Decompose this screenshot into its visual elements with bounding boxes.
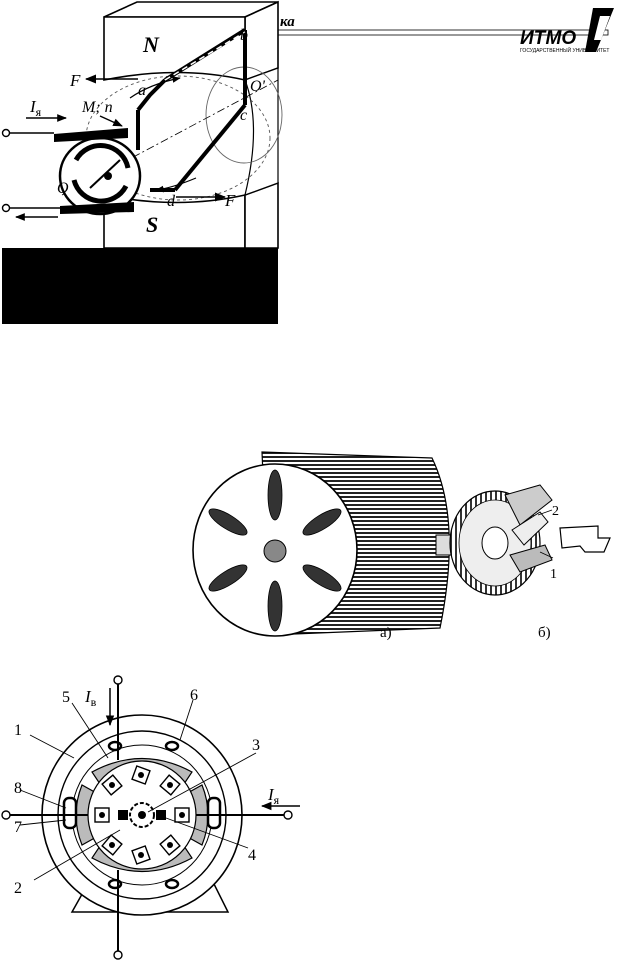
- callout-8: 8: [14, 780, 22, 797]
- rotation-arrow-bottom: [155, 177, 197, 193]
- label-point-a: a: [138, 82, 146, 99]
- label-torque: M; n: [81, 99, 113, 116]
- callout-2: 2: [14, 880, 22, 897]
- brush-right: [156, 810, 166, 820]
- armature-slots: [208, 469, 342, 632]
- label-pole-n: N: [142, 32, 160, 57]
- callout-7: 7: [14, 819, 22, 836]
- label-point-b: b: [240, 27, 248, 44]
- callout-1: 1: [14, 722, 22, 739]
- figure-armature: 2 1 а) б): [192, 451, 611, 641]
- label-field-current: Iв: [84, 687, 97, 709]
- label-force-top: F: [69, 71, 81, 90]
- label-pole-s: S: [146, 212, 158, 237]
- label-axis-o-prime: O': [250, 78, 266, 95]
- pole-north: [103, 0, 279, 82]
- brush-bottom: [1, 202, 134, 214]
- caption-b: б): [538, 625, 551, 641]
- pole-south: [103, 67, 279, 249]
- label-force-bottom: F: [224, 191, 236, 210]
- field-coils: [62, 740, 222, 890]
- segment-detail: [559, 525, 611, 553]
- armature-shaft: [263, 539, 287, 563]
- label-point-c: c: [240, 107, 247, 124]
- rotation-arrow-top: [129, 76, 181, 99]
- rotation-axis: [61, 79, 279, 196]
- callout-3: 3: [252, 737, 260, 754]
- figure-machine-section: 1 2 3 4 5 6 7 8 Iв Iя: [1, 675, 300, 960]
- logo-subtitle: ГОСУДАРСТВЕННЫЙ УНИВЕРСИТЕТ: [520, 46, 610, 54]
- itmo-logo: ИТМО ГОСУДАРСТВЕННЫЙ УНИВЕРСИТЕТ: [520, 8, 614, 54]
- motor-base: [2, 248, 278, 324]
- callout-4: 4: [248, 847, 256, 864]
- callout-5: 5: [62, 689, 70, 706]
- caption-a: а): [380, 625, 392, 641]
- figure-motor-principle: N S F F a b c d O O' M; n Iя: [1, 0, 283, 324]
- brush-left: [118, 810, 128, 820]
- label-point-d: d: [167, 193, 176, 210]
- header-fragment: ка: [280, 14, 295, 30]
- logo-text: ИТМО: [520, 28, 576, 49]
- callout-6: 6: [190, 687, 198, 704]
- brush-top: [1, 128, 128, 142]
- label-axis-o: O: [57, 180, 69, 197]
- commutator-segments: [504, 484, 553, 573]
- label-current-i: Iя: [29, 97, 42, 119]
- torque-arrow: [99, 115, 123, 127]
- callout-2: 2: [552, 504, 559, 519]
- callout-1: 1: [550, 567, 557, 582]
- label-armature-current: Iя: [267, 785, 280, 807]
